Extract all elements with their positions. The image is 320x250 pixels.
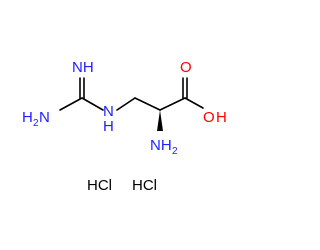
linker-n-label: N xyxy=(103,103,114,120)
alpha-amine-sub-label: 2 xyxy=(172,146,178,157)
stereo-wedge-bond xyxy=(157,110,163,131)
molecule-structure: NH H 2 N N H O O H NH 2 HCl HCl xyxy=(22,59,227,194)
salt-label-2: HCl xyxy=(132,177,157,194)
hydroxyl-o-label: O xyxy=(203,109,215,126)
amine-sub-label: 2 xyxy=(33,118,39,129)
linker-h-label: H xyxy=(103,118,114,135)
hydroxyl-h-label: H xyxy=(216,109,227,126)
bond-calpha-ccarboxyl xyxy=(159,97,186,111)
imine-nh-label: NH xyxy=(72,59,94,76)
bond-ch2-calpha xyxy=(134,97,161,111)
bond-c-oh xyxy=(184,97,204,109)
alpha-amine-label: NH xyxy=(150,137,172,154)
bond-c-amine xyxy=(59,97,83,111)
bond-n-ch2 xyxy=(116,97,136,111)
salt-label-1: HCl xyxy=(87,177,112,194)
amine-h-label: H xyxy=(22,109,33,126)
amine-n-label: N xyxy=(39,109,50,126)
carbonyl-o-label: O xyxy=(180,59,192,76)
structure-canvas: NH H 2 N N H O O H NH 2 HCl HCl xyxy=(22,59,227,194)
bond-c-linker-n xyxy=(81,97,104,111)
